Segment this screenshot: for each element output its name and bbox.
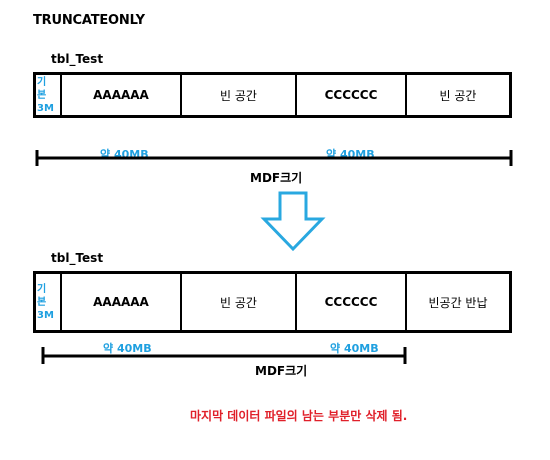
segment-empty-2-before: 빈 공간 [439, 88, 477, 103]
base-char-2: 본 [37, 89, 47, 101]
size-label-2-after: 약 40MB [330, 342, 379, 355]
size-label-1-after: 약 40MB [103, 342, 152, 355]
mdf-bar-after: 기 본 3M AAAAAA 빈 공간 CCCCCC 빈공간 반납 [33, 271, 512, 333]
table-label-after: tbl_Test [51, 251, 104, 265]
mdf-bar-before: 기 본 3M AAAAAA 빈 공간 CCCCCC 빈 공간 [33, 72, 512, 118]
down-arrow-icon [260, 191, 326, 252]
segment-cccccc-after: CCCCCC [297, 274, 407, 330]
segment-aaaaaa-after: AAAAAA [62, 274, 182, 330]
result-note: 마지막 데이터 파일의 남는 부분만 삭제 됨. [190, 409, 408, 423]
base-segment-after: 기 본 3M [36, 274, 62, 330]
mdf-span-after [41, 347, 407, 364]
segment-aaaaaa-before: AAAAAA [62, 75, 182, 115]
mdf-label-after: MDF크기 [255, 364, 308, 378]
base-char-2: 본 [37, 296, 47, 308]
base-size: 3M [37, 309, 54, 321]
base-char-1: 기 [37, 76, 47, 88]
segment-empty-1-before: 빈 공간 [182, 75, 297, 115]
segment-returned-space-after: 빈공간 반납 [428, 295, 488, 310]
segment-cccccc-before: CCCCCC [297, 75, 407, 115]
mdf-label-before: MDF크기 [250, 171, 303, 185]
base-segment-before: 기 본 3M [36, 75, 62, 115]
base-char-1: 기 [37, 283, 47, 295]
segment-empty-after: 빈 공간 [182, 274, 297, 330]
mdf-span-before [35, 150, 513, 166]
diagram-title: TRUNCATEONLY [33, 13, 145, 28]
base-size: 3M [37, 102, 54, 114]
table-label-before: tbl_Test [51, 52, 104, 66]
